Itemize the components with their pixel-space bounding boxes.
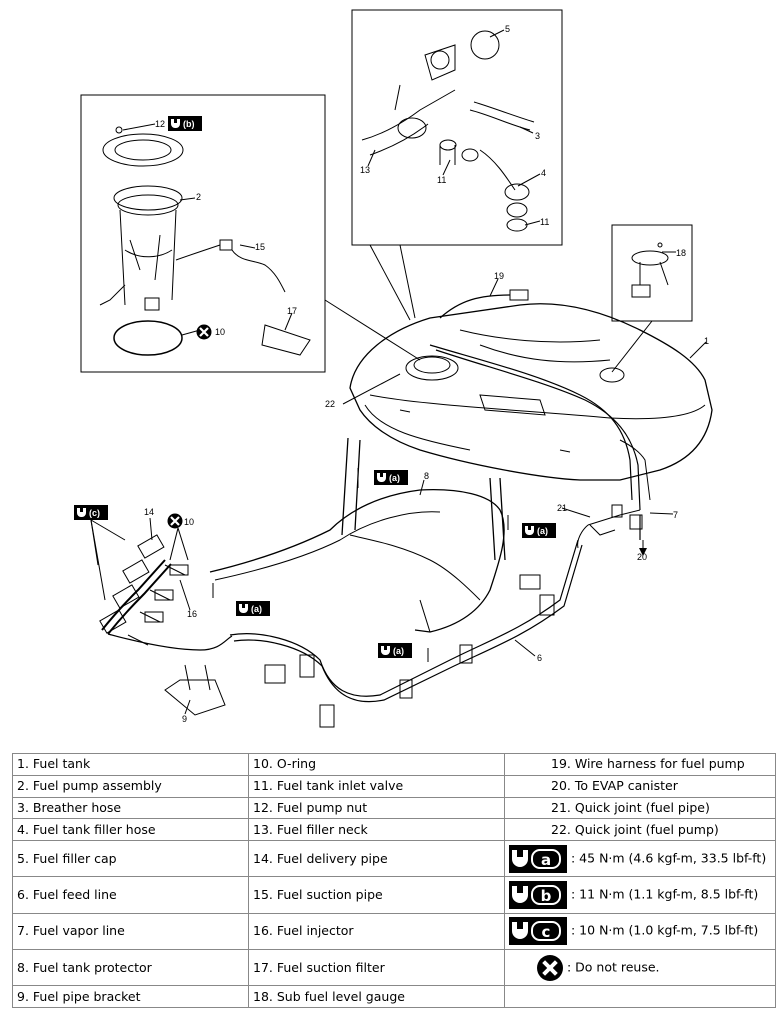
fuel-delivery-pipe — [99, 534, 189, 646]
inset-fuel-pump — [80, 94, 326, 373]
callout-15: 15 — [255, 242, 265, 252]
legend-item-22: 22. Quick joint (fuel pump) — [504, 818, 776, 842]
callout-14: 14 — [144, 507, 154, 517]
do-not-reuse-mark-1 — [196, 324, 212, 340]
fuel-pump-assembly — [99, 126, 311, 356]
legend-row: 1. Fuel tank 10. O-ring 19. Wire harness… — [12, 753, 776, 776]
callout-1: 1 — [704, 336, 709, 346]
svg-text:(a): (a) — [393, 646, 404, 656]
legend-item-3: 3. Breather hose — [12, 796, 249, 820]
legend-row: 6. Fuel feed line 15. Fuel suction pipe … — [12, 876, 776, 914]
torque-mark-a-3: (a) — [236, 601, 270, 616]
legend-item-6: 6. Fuel feed line — [12, 876, 249, 914]
callout-18: 18 — [676, 248, 686, 258]
callout-17: 17 — [287, 306, 297, 316]
legend-row: 8. Fuel tank protector 17. Fuel suction … — [12, 948, 776, 987]
svg-text:(a): (a) — [389, 473, 400, 483]
callout-21: 21 — [557, 503, 567, 513]
legend-item-11: 11. Fuel tank inlet valve — [248, 774, 505, 798]
callout-22: 22 — [325, 399, 335, 409]
svg-text:(a): (a) — [537, 526, 548, 536]
legend-item-17: 17. Fuel suction filter — [248, 948, 505, 987]
fuel-filler-neck — [361, 30, 535, 232]
legend-item-16: 16. Fuel injector — [248, 912, 505, 950]
inset-sub-gauge — [611, 224, 693, 322]
legend-item-20: 20. To EVAP canister — [504, 774, 776, 798]
torque-mark-a-1: (a) — [374, 470, 408, 485]
legend-row: 5. Fuel filler cap 14. Fuel delivery pip… — [12, 840, 776, 878]
legend-torque-c: c : 10 N·m (1.0 kgf-m, 7.5 lbf-ft) — [504, 912, 776, 950]
svg-text:(c): (c) — [89, 508, 100, 518]
callout-19: 19 — [494, 271, 504, 281]
fuel-tank — [349, 303, 713, 501]
legend-item-4: 4. Fuel tank filler hose — [12, 818, 249, 842]
legend-row: 2. Fuel pump assembly 11. Fuel tank inle… — [12, 774, 776, 798]
callout-13: 13 — [360, 165, 370, 175]
legend-row: 4. Fuel tank filler hose 13. Fuel filler… — [12, 818, 776, 842]
legend-do-not-reuse: : Do not reuse. — [504, 948, 776, 987]
fuel-tank-protector — [209, 437, 506, 633]
torque-b-icon: b — [509, 880, 567, 909]
legend-item-7: 7. Fuel vapor line — [12, 912, 249, 950]
legend-item-18: 18. Sub fuel level gauge — [248, 985, 505, 1008]
callout-10b: 10 — [184, 517, 194, 527]
legend-item-9: 9. Fuel pipe bracket — [12, 985, 249, 1008]
svg-text:(a): (a) — [251, 604, 262, 614]
legend-item-19: 19. Wire harness for fuel pump — [504, 753, 776, 776]
callout-8: 8 — [424, 471, 429, 481]
legend-item-15: 15. Fuel suction pipe — [248, 876, 505, 914]
legend-item-12: 12. Fuel pump nut — [248, 796, 505, 820]
torque-c-icon: c — [509, 917, 567, 946]
torque-mark-b: (b) — [168, 116, 202, 131]
callout-7: 7 — [673, 510, 678, 520]
legend-row: 7. Fuel vapor line 16. Fuel injector c :… — [12, 912, 776, 950]
callout-16: 16 — [187, 609, 197, 619]
callout-10a: 10 — [215, 327, 225, 337]
legend-item-13: 13. Fuel filler neck — [248, 818, 505, 842]
torque-mark-c: (c) — [74, 505, 108, 520]
callout-11b: 11 — [540, 217, 549, 227]
legend-item-1: 1. Fuel tank — [12, 753, 249, 776]
legend-torque-a: a : 45 N·m (4.6 kgf-m, 33.5 lbf-ft) — [504, 840, 776, 878]
legend-item-5: 5. Fuel filler cap — [12, 840, 249, 878]
callout-2: 2 — [196, 192, 201, 202]
callout-5: 5 — [505, 24, 510, 34]
legend-row: 9. Fuel pipe bracket 18. Sub fuel level … — [12, 985, 776, 1008]
callout-4: 4 — [541, 168, 546, 178]
torque-mark-a-4: (a) — [378, 643, 412, 658]
legend-torque-b: b : 11 N·m (1.1 kgf-m, 8.5 lbf-ft) — [504, 876, 776, 914]
torque-a-icon: a — [509, 844, 567, 873]
svg-text:(b): (b) — [183, 119, 195, 129]
callout-3: 3 — [535, 131, 540, 141]
legend-item-8: 8. Fuel tank protector — [12, 948, 249, 987]
inset-filler-neck — [351, 9, 563, 246]
torque-mark-a-2: (a) — [522, 523, 556, 538]
fuel-system-diagram: (b) (a) (a) (a) (a) (c) 1 2 3 4 5 — [74, 9, 713, 728]
legend-item-2: 2. Fuel pump assembly — [12, 774, 249, 798]
callout-11a: 11 — [437, 175, 446, 185]
callout-6: 6 — [537, 653, 542, 663]
callout-9: 9 — [182, 714, 187, 724]
callout-12: 12 — [155, 119, 165, 129]
parts-legend-table: 1. Fuel tank 10. O-ring 19. Wire harness… — [12, 753, 776, 1008]
legend-row: 3. Breather hose 12. Fuel pump nut 21. Q… — [12, 796, 776, 820]
do-not-reuse-mark-2 — [167, 513, 183, 529]
legend-empty-cell — [504, 985, 776, 1008]
sub-fuel-level-gauge — [631, 242, 669, 298]
callout-20: 20 — [637, 552, 647, 562]
legend-item-10: 10. O-ring — [248, 753, 505, 776]
legend-item-14: 14. Fuel delivery pipe — [248, 840, 505, 878]
do-not-reuse-icon — [537, 954, 563, 981]
legend-item-21: 21. Quick joint (fuel pipe) — [504, 796, 776, 820]
